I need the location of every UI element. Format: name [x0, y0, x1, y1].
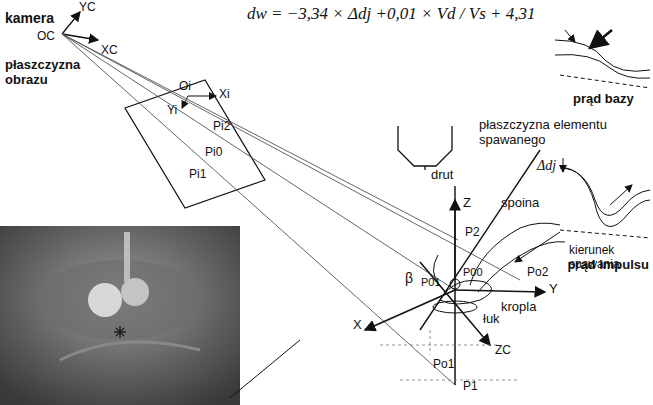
- label: Yi: [166, 104, 178, 118]
- label: łuk: [482, 312, 501, 327]
- label: Pi0: [204, 146, 223, 160]
- weld: [433, 223, 565, 313]
- photo: [0, 226, 240, 405]
- label: drut: [430, 168, 454, 183]
- label: spoina: [500, 196, 540, 211]
- label: β: [404, 270, 414, 286]
- label: Xi: [218, 88, 231, 102]
- label: Po2: [526, 266, 549, 280]
- image-axes: [182, 96, 216, 108]
- label: płaszczyzna obrazu: [4, 58, 98, 88]
- projection-lines: [380, 330, 520, 380]
- label: Z: [462, 196, 472, 211]
- workpiece-plane: [420, 150, 540, 330]
- torch: [398, 126, 452, 170]
- label: Oi: [178, 80, 192, 94]
- label: kierunek spawania: [568, 244, 650, 272]
- world-axes: [365, 200, 545, 385]
- label: P01: [420, 276, 442, 289]
- label: Pi1: [188, 168, 207, 182]
- label: P1: [462, 380, 479, 394]
- label: płaszczyzna elementu spawanego: [478, 118, 630, 148]
- label: kamera: [4, 10, 55, 26]
- label: Y: [548, 282, 559, 297]
- label: dw = −3,34 × Δdj +0,01 × Vd / Vs + 4,31: [246, 4, 536, 24]
- label: kropla: [500, 300, 537, 315]
- sketch-base: [555, 30, 650, 88]
- photo-leader: [230, 340, 300, 398]
- image-plane: [125, 80, 265, 208]
- label: Δdj: [536, 158, 557, 174]
- label: prąd bazy: [572, 92, 635, 107]
- label: XC: [100, 44, 119, 58]
- label: P00: [462, 266, 484, 279]
- label: Pi2: [212, 120, 231, 134]
- label: ZC: [494, 344, 512, 358]
- sketch-pulse: [560, 158, 650, 238]
- camera-axes: [62, 12, 98, 40]
- photo-content: [40, 232, 200, 360]
- label: OC: [36, 30, 56, 44]
- label: YC: [78, 1, 97, 15]
- label: P2: [464, 226, 481, 240]
- label: Po1: [432, 358, 455, 372]
- label: X: [352, 318, 363, 333]
